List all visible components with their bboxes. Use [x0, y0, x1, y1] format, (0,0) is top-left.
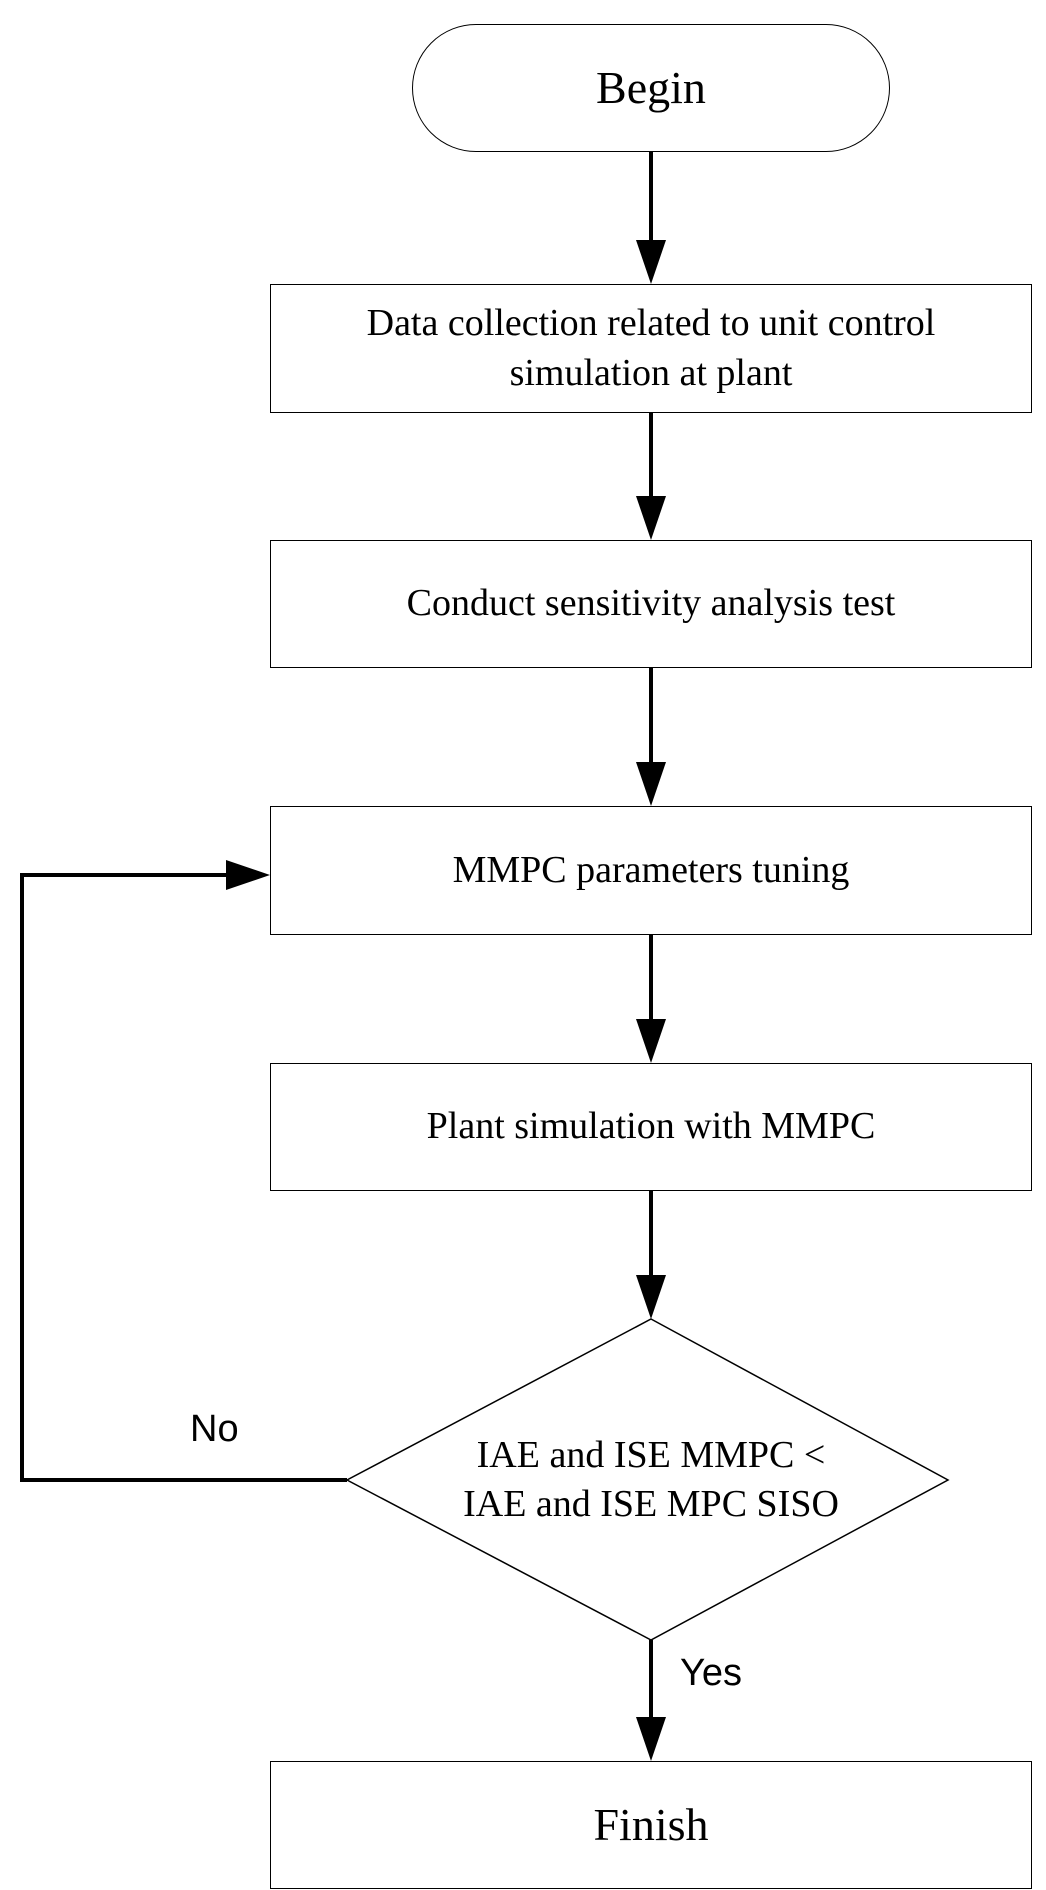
sensitivity-analysis-label: Conduct sensitivity analysis test [406, 582, 896, 625]
plant-simulation-label: Plant simulation with MMPC [426, 1105, 876, 1148]
arrow-decision-to-finish [636, 1640, 666, 1761]
finish-label: Finish [593, 1799, 709, 1851]
plant-simulation-step: Plant simulation with MMPC [270, 1063, 1032, 1191]
arrow-decision-loop-back [20, 860, 347, 1482]
arrow-simulation-to-decision [636, 1191, 666, 1319]
yes-branch-label: Yes [680, 1652, 742, 1694]
arrow-tuning-to-simulation [636, 935, 666, 1063]
data-collection-step: Data collection related to unit control … [270, 284, 1032, 413]
mmpc-tuning-step: MMPC parameters tuning [270, 806, 1032, 935]
decision-text: IAE and ISE MMPC < IAE and ISE MPC SISO [400, 1420, 902, 1540]
arrow-sensitivity-to-tuning [636, 668, 666, 806]
finish-step: Finish [270, 1761, 1032, 1889]
data-collection-label: Data collection related to unit control … [366, 302, 936, 394]
begin-terminal: Begin [412, 24, 890, 152]
arrow-begin-to-data-collection [636, 152, 666, 284]
begin-label: Begin [596, 62, 706, 114]
no-branch-label: No [190, 1408, 239, 1450]
sensitivity-analysis-step: Conduct sensitivity analysis test [270, 540, 1032, 668]
arrow-data-collection-to-sensitivity [636, 413, 666, 540]
mmpc-tuning-label: MMPC parameters tuning [452, 848, 850, 891]
decision-label: IAE and ISE MMPC < IAE and ISE MPC SISO [463, 1434, 839, 1525]
